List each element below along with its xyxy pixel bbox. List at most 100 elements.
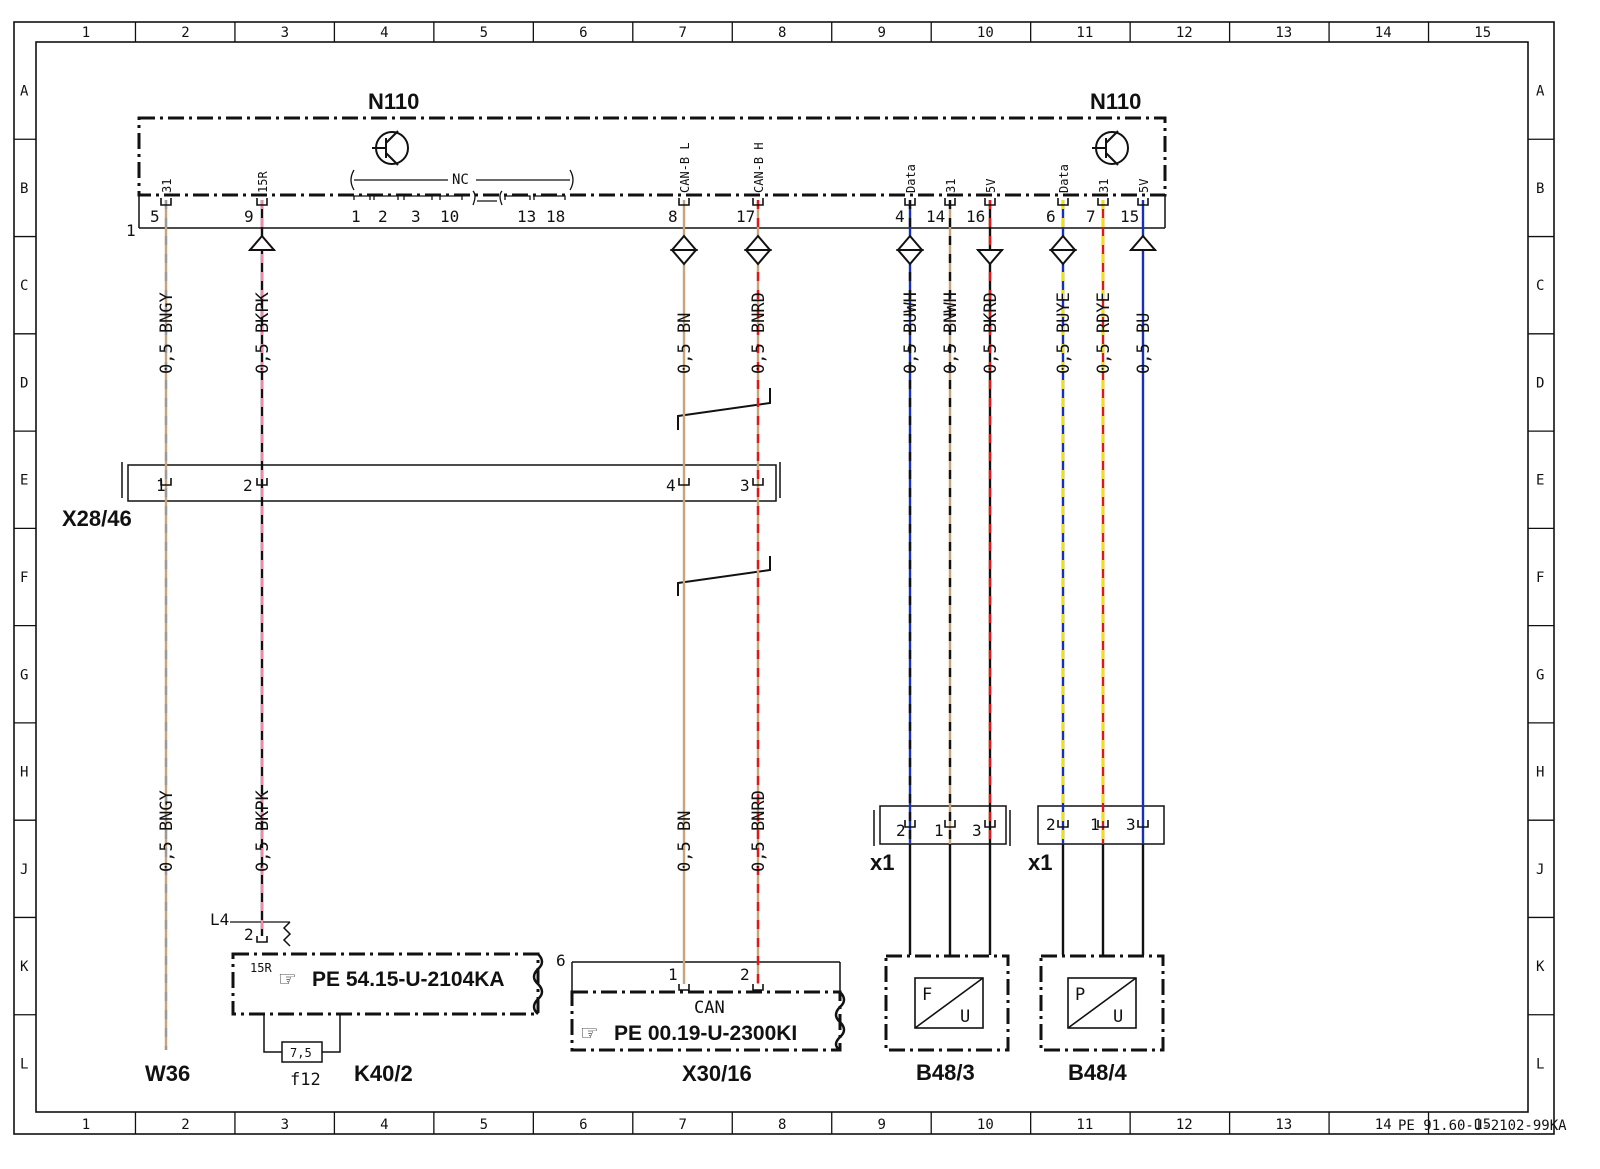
grid-column-label: 7 — [679, 25, 687, 41]
grid-column-label: 14 — [1375, 25, 1392, 41]
n110-pin-number: 4 — [895, 207, 905, 226]
terminal-arrow-down — [975, 249, 1005, 266]
terminal-arrow-up — [669, 234, 699, 251]
nc-label: NC — [452, 172, 469, 188]
grid-column-label: 7 — [679, 1117, 687, 1133]
terminal-arrow-up — [1128, 234, 1158, 251]
connector-socket — [256, 478, 268, 486]
grid-column-label: 15 — [1474, 1117, 1491, 1133]
nc-pin-number: 10 — [440, 207, 459, 226]
n110-pin-signal: 5V — [984, 179, 998, 193]
x28-46-pin-number: 1 — [156, 476, 166, 495]
sensor-symbol-u: U — [1113, 1007, 1123, 1027]
x30-tag: 6 — [556, 951, 566, 970]
l4-label: L4 — [210, 910, 229, 929]
n110-pin-signal: 31 — [944, 179, 958, 193]
grid-row-label: D — [1536, 375, 1544, 391]
n110-pin-number: 17 — [736, 207, 755, 226]
wire-label: 0,5 BNRD — [749, 790, 769, 872]
x1-label: x1 — [1028, 850, 1052, 875]
k40-2-module: ☞ PE 54.15-U-2104KA L4 2 15R 7,5 f12 — [210, 910, 544, 1090]
terminal-arrow-up — [247, 234, 277, 251]
x30-16-module: 6 1 2 CAN ☞ PE 00.19-U-2300KI — [556, 951, 846, 1052]
sensor-symbol-p: P — [1075, 985, 1085, 1005]
f12-label: f12 — [290, 1070, 321, 1090]
connector-socket — [678, 478, 690, 486]
grid-column-label: 8 — [778, 1117, 786, 1133]
x1-pin-number: 1 — [934, 821, 944, 840]
terminal-arrow-down — [743, 249, 773, 266]
grid-column-label: 11 — [1076, 1117, 1093, 1133]
nc-pin-number: 2 — [378, 207, 388, 226]
terminal-arrow-down — [895, 249, 925, 266]
connector-socket — [160, 478, 172, 486]
grid-row-label: C — [1536, 278, 1544, 294]
x28-46-label: X28/46 — [62, 506, 132, 531]
grid-column-label: 2 — [181, 1117, 189, 1133]
grid-column-label: 3 — [281, 25, 289, 41]
pin-socket — [752, 984, 764, 991]
grid-row-label: B — [1536, 181, 1544, 197]
x28-46-connector — [121, 462, 781, 502]
grid-column-label: 14 — [1375, 1117, 1392, 1133]
wire-label: 0,5 RDYE — [1094, 292, 1114, 374]
grid-column-label: 13 — [1275, 25, 1292, 41]
grid-column-label: 12 — [1176, 25, 1193, 41]
connector-socket — [1057, 820, 1069, 828]
x1-pin-number: 3 — [1126, 815, 1136, 834]
grid-column-label: 11 — [1076, 25, 1093, 41]
grid-row-label: B — [20, 181, 28, 197]
connector-socket — [752, 478, 764, 486]
n110-pin-number: 5 — [150, 207, 160, 226]
n110-pin-signal: 15R — [256, 171, 270, 193]
grid-column-label: 8 — [778, 25, 786, 41]
grid-column-label: 15 — [1474, 25, 1491, 41]
x28-46-pin-number: 4 — [666, 476, 676, 495]
grid-row-label: L — [20, 1056, 28, 1072]
x1-pin-number: 1 — [1090, 815, 1100, 834]
wire-label: 0,5 BNGY — [157, 292, 177, 374]
fuse-f12 — [263, 1014, 341, 1063]
connector-socket — [984, 820, 996, 828]
x30-16-label: X30/16 — [682, 1061, 752, 1086]
pointing-hand-icon: ☞ — [278, 968, 297, 991]
x30-pin: 1 — [668, 965, 678, 984]
x1-label: x1 — [870, 850, 894, 875]
grid-column-label: 5 — [480, 1117, 488, 1133]
x1-connector-left — [873, 805, 1011, 846]
grid-column-label: 13 — [1275, 1117, 1292, 1133]
sheet-frame — [13, 21, 1555, 1135]
document-number: PE 91.60-U-2102-99KA — [1398, 1118, 1567, 1134]
wire-label: 0,5 BU — [1134, 313, 1154, 374]
n110-pin-signal: 5V — [1137, 179, 1151, 193]
connector-socket — [904, 820, 916, 828]
grid-column-label: 5 — [480, 25, 488, 41]
b48-3-label: B48/3 — [916, 1060, 975, 1085]
n110-pin-number: 6 — [1046, 207, 1056, 226]
x30-pin: 2 — [740, 965, 750, 984]
connector-socket — [944, 820, 956, 828]
grid-column-label: 4 — [380, 1117, 388, 1133]
pin-socket — [904, 198, 916, 206]
x1-connector-right — [1037, 805, 1165, 845]
pin-socket — [1057, 198, 1069, 206]
grid-marks: 1122334455667788991010111112121313141415… — [14, 22, 1554, 1134]
x1-pin-number: 2 — [896, 821, 906, 840]
sensor-symbol-f: F — [922, 985, 932, 1005]
nc-pin-number: 13 — [517, 207, 536, 226]
wire-label: 0,5 BN — [675, 313, 695, 374]
grid-column-label: 10 — [977, 25, 994, 41]
x28-46-pin-number: 2 — [243, 476, 253, 495]
grid-column-label: 6 — [579, 1117, 587, 1133]
n110-tag: 1 — [126, 221, 136, 240]
grid-row-label: J — [20, 862, 28, 878]
grid-column-label: 12 — [1176, 1117, 1193, 1133]
wire-label: 0,5 BUWH — [901, 292, 921, 374]
grid-row-label: J — [1536, 862, 1544, 878]
n110-pin-number: 9 — [244, 207, 254, 226]
x1-pin-number: 3 — [972, 821, 982, 840]
n110-pin-signal: CAN-B H — [752, 142, 766, 193]
grid-column-label: 3 — [281, 1117, 289, 1133]
grid-row-label: G — [20, 667, 28, 683]
